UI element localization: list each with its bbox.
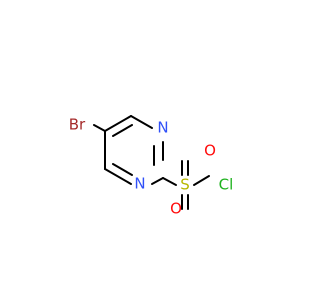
sulfur-atom-label: S [180,176,190,194]
oxygen-atom-label-bottom: O [170,200,182,218]
atom-labels: Br N N S O O Cl [69,116,234,218]
oxygen-atom-label-top: O [204,142,216,160]
nitrogen-atom-label-top: N [157,119,168,137]
bond-c5-c4-inner [112,124,133,137]
bond-n1-c6-inner [112,163,133,176]
bond-lines [93,115,210,210]
bond-c2-s [162,177,177,186]
structure-canvas: Br N N S O O Cl [68,115,234,218]
bond-c2-n1 [151,177,164,185]
bromine-atom-label: Br [69,116,86,134]
bond-c5-c4 [104,115,132,132]
bond-s-cl [193,175,210,186]
chemical-structure-diagram: Br N N S O O Cl [69,115,234,218]
bond-n1-c6 [104,168,132,185]
bond-c5-br [93,124,106,132]
chlorine-atom-label: Cl [219,176,234,194]
bond-c4-n3 [130,115,153,129]
nitrogen-atom-label-bottom: N [134,175,145,193]
